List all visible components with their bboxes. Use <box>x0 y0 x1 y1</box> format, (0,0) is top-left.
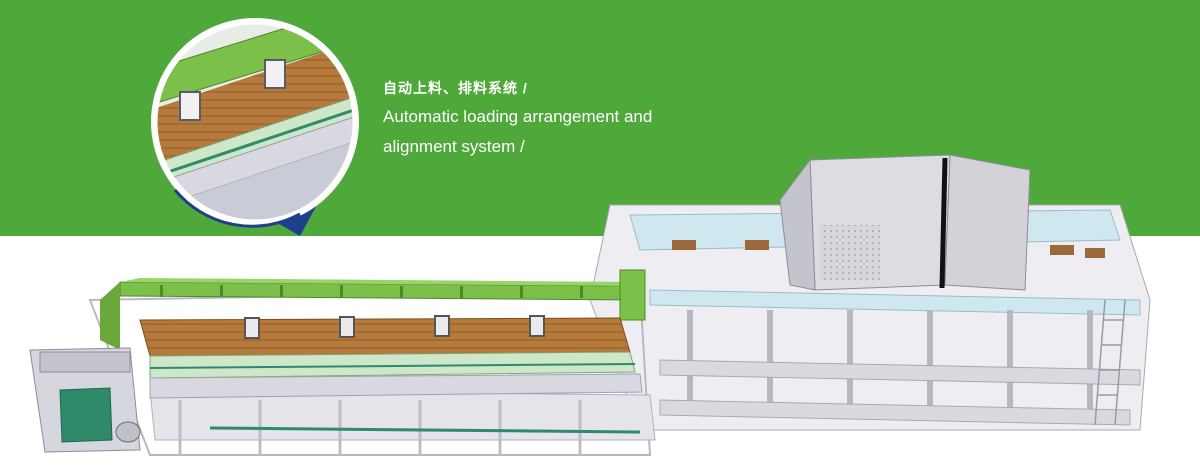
caption-title-en-line1: Automatic loading arrangement and <box>383 107 653 126</box>
detail-lens <box>151 18 359 236</box>
feature-caption: 自动上料、排料系统 / Automatic loading arrangemen… <box>383 78 652 162</box>
caption-title-en-line2: alignment system / <box>383 137 525 156</box>
processing-station <box>589 154 1151 431</box>
caption-title-cn: 自动上料、排料系统 / <box>383 80 528 96</box>
loading-conveyor <box>29 269 656 456</box>
